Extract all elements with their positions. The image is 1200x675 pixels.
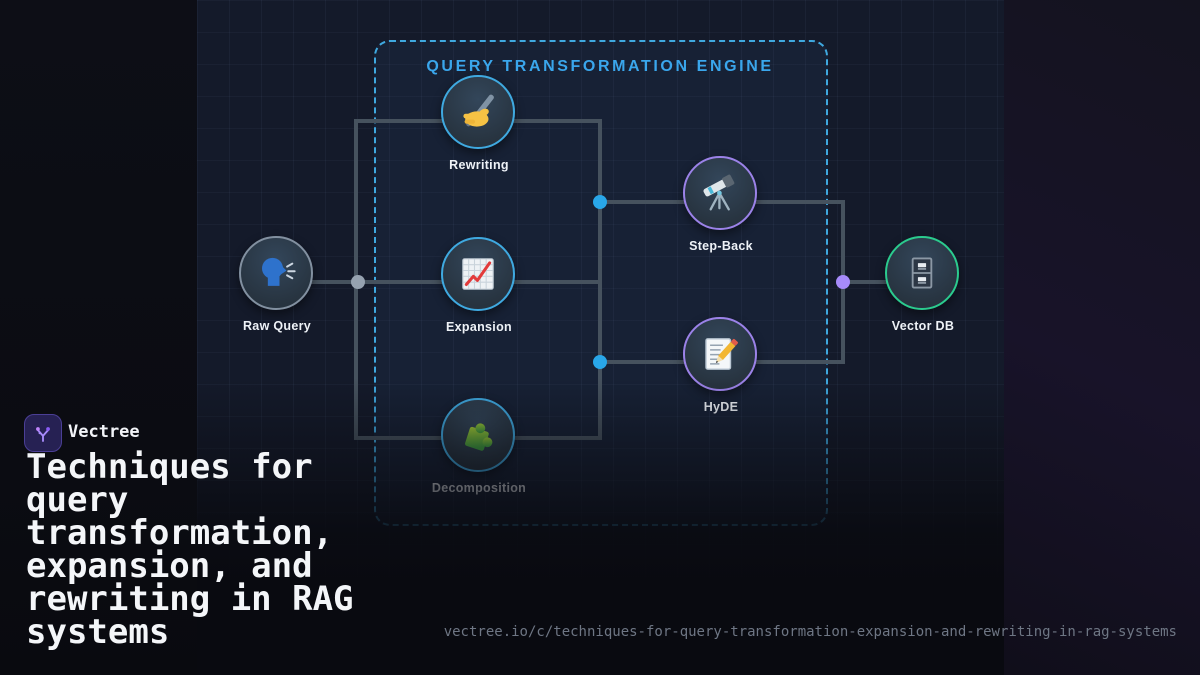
node-step-back [683, 156, 757, 230]
page-title: Techniques for query transformation, exp… [26, 447, 354, 652]
telescope-icon [703, 174, 735, 211]
right-background-band [1004, 0, 1200, 675]
memo-pencil-icon [705, 338, 739, 370]
left-background-band [0, 0, 197, 675]
chart-increasing-icon [462, 258, 494, 290]
junction-dot-raw-query [351, 275, 365, 289]
node-expansion [441, 237, 515, 311]
node-label-step-back: Step-Back [689, 239, 753, 253]
footer-url: vectree.io/c/techniques-for-query-transf… [443, 624, 1177, 640]
node-label-expansion: Expansion [446, 320, 512, 334]
vectree-branch-icon [36, 427, 50, 442]
node-rewriting [441, 75, 515, 149]
connector-rawquery-expansion [277, 280, 600, 284]
node-label-hyde: HyDE [703, 400, 739, 414]
node-label-raw-query: Raw Query [242, 319, 311, 333]
node-label-vector-db: Vector DB [891, 319, 955, 333]
speaking-head-icon [262, 257, 296, 286]
node-hyde [683, 317, 757, 391]
puzzle-piece-icon [465, 423, 493, 451]
engine-title: QUERY TRANSFORMATION ENGINE [426, 58, 774, 75]
node-vector-db [885, 236, 959, 310]
vectree-logo [24, 414, 62, 452]
junction-dot-hyde [593, 355, 607, 369]
node-raw-query [239, 236, 313, 310]
junction-dot-step-back [593, 195, 607, 209]
brand-name: Vectree [68, 422, 140, 442]
file-cabinet-icon [911, 257, 933, 289]
junction-dot-vector-db [836, 275, 850, 289]
node-decomposition [441, 398, 515, 472]
node-label-decomposition: Decomposition [431, 481, 527, 495]
node-label-rewriting: Rewriting [449, 158, 509, 172]
writing-hand-icon [463, 94, 494, 127]
connector-mid-vertical [598, 119, 602, 440]
